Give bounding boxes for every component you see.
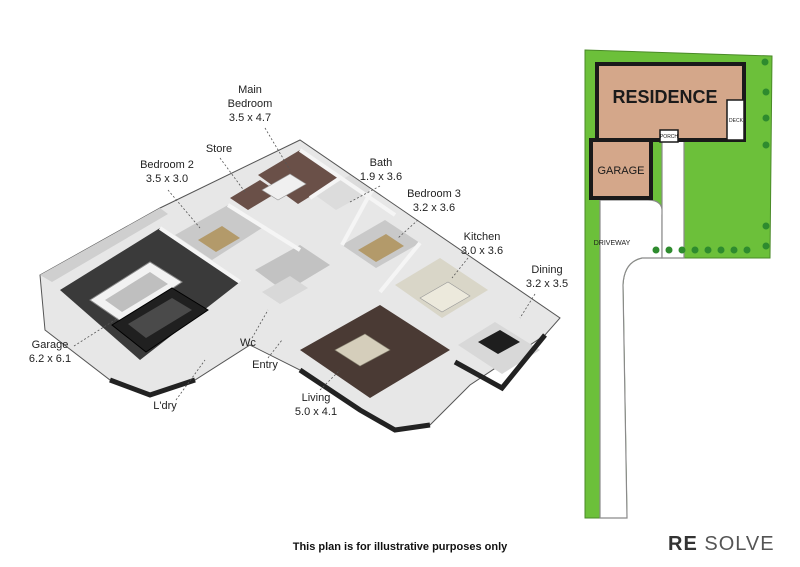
label-bath-name: Bath bbox=[370, 157, 393, 169]
label-store-name: Store bbox=[206, 143, 232, 155]
brand-logo-part-a: RE bbox=[668, 533, 698, 555]
label-bedroom2-size: 3.5 x 3.0 bbox=[146, 173, 188, 185]
site-plan: RESIDENCE GARAGE DECK PORCH DRIVEWAY bbox=[584, 49, 773, 519]
label-laundry-name: L'dry bbox=[153, 400, 177, 412]
residence-building bbox=[595, 62, 746, 142]
brand-logo: RE SOLVE bbox=[668, 533, 775, 556]
front-wall-garage bbox=[109, 377, 196, 398]
label-main-bedroom-size: 3.5 x 4.7 bbox=[229, 112, 271, 124]
site-garage-building bbox=[589, 138, 653, 200]
label-driveway: DRIVEWAY bbox=[594, 240, 631, 247]
disclaimer-note: This plan is for illustrative purposes o… bbox=[292, 541, 508, 553]
driveway bbox=[599, 199, 663, 519]
front-wall-dining bbox=[453, 333, 547, 392]
floor-plan-3d bbox=[39, 139, 561, 433]
label-deck: DECK bbox=[729, 118, 744, 124]
label-kitchen-name: Kitchen bbox=[464, 231, 501, 243]
label-garage-name: Garage bbox=[32, 339, 69, 351]
front-wall-living bbox=[298, 367, 431, 433]
porch bbox=[659, 129, 679, 143]
dining-table bbox=[478, 330, 520, 354]
car-dark bbox=[111, 287, 209, 353]
living-sofa bbox=[334, 333, 391, 367]
label-bedroom3-name: Bedroom 3 bbox=[407, 188, 461, 200]
label-garage-size: 6.2 x 6.1 bbox=[29, 353, 71, 365]
wc-floor bbox=[262, 276, 308, 304]
label-residence: RESIDENCE bbox=[612, 87, 717, 107]
label-kitchen-size: 3.0 x 3.6 bbox=[461, 245, 503, 257]
room-labels: Main Bedroom 3.5 x 4.7 Store Bedroom 2 3… bbox=[29, 84, 568, 418]
label-dining-name: Dining bbox=[531, 264, 562, 276]
label-living-size: 5.0 x 4.1 bbox=[295, 406, 337, 418]
label-site-garage: GARAGE bbox=[597, 165, 644, 177]
label-bedroom2-name: Bedroom 2 bbox=[140, 159, 194, 171]
label-dining-size: 3.2 x 3.5 bbox=[526, 278, 568, 290]
label-porch: PORCH bbox=[660, 134, 678, 140]
brand-logo-part-b: SOLVE bbox=[704, 533, 775, 555]
deck bbox=[726, 99, 745, 141]
label-main-bedroom-name-1: Main bbox=[238, 84, 262, 96]
bath-floor bbox=[315, 175, 372, 210]
bedroom3-bed bbox=[358, 234, 404, 262]
main-bedroom-bed bbox=[261, 173, 307, 201]
label-bedroom3-size: 3.2 x 3.6 bbox=[413, 202, 455, 214]
label-wc-name: Wc bbox=[240, 337, 256, 349]
label-main-bedroom-name-2: Bedroom bbox=[228, 98, 273, 110]
hallway-floor bbox=[255, 245, 330, 292]
label-leaders bbox=[73, 127, 536, 401]
label-entry-name: Entry bbox=[252, 359, 278, 371]
label-bath-size: 1.9 x 3.6 bbox=[360, 171, 402, 183]
path-to-porch bbox=[661, 139, 685, 259]
bedroom2-bed bbox=[198, 226, 240, 252]
car-white bbox=[89, 261, 183, 323]
trees bbox=[652, 58, 770, 254]
garage-wall bbox=[40, 208, 168, 282]
kitchen-island bbox=[419, 281, 471, 313]
label-living-name: Living bbox=[302, 392, 331, 404]
